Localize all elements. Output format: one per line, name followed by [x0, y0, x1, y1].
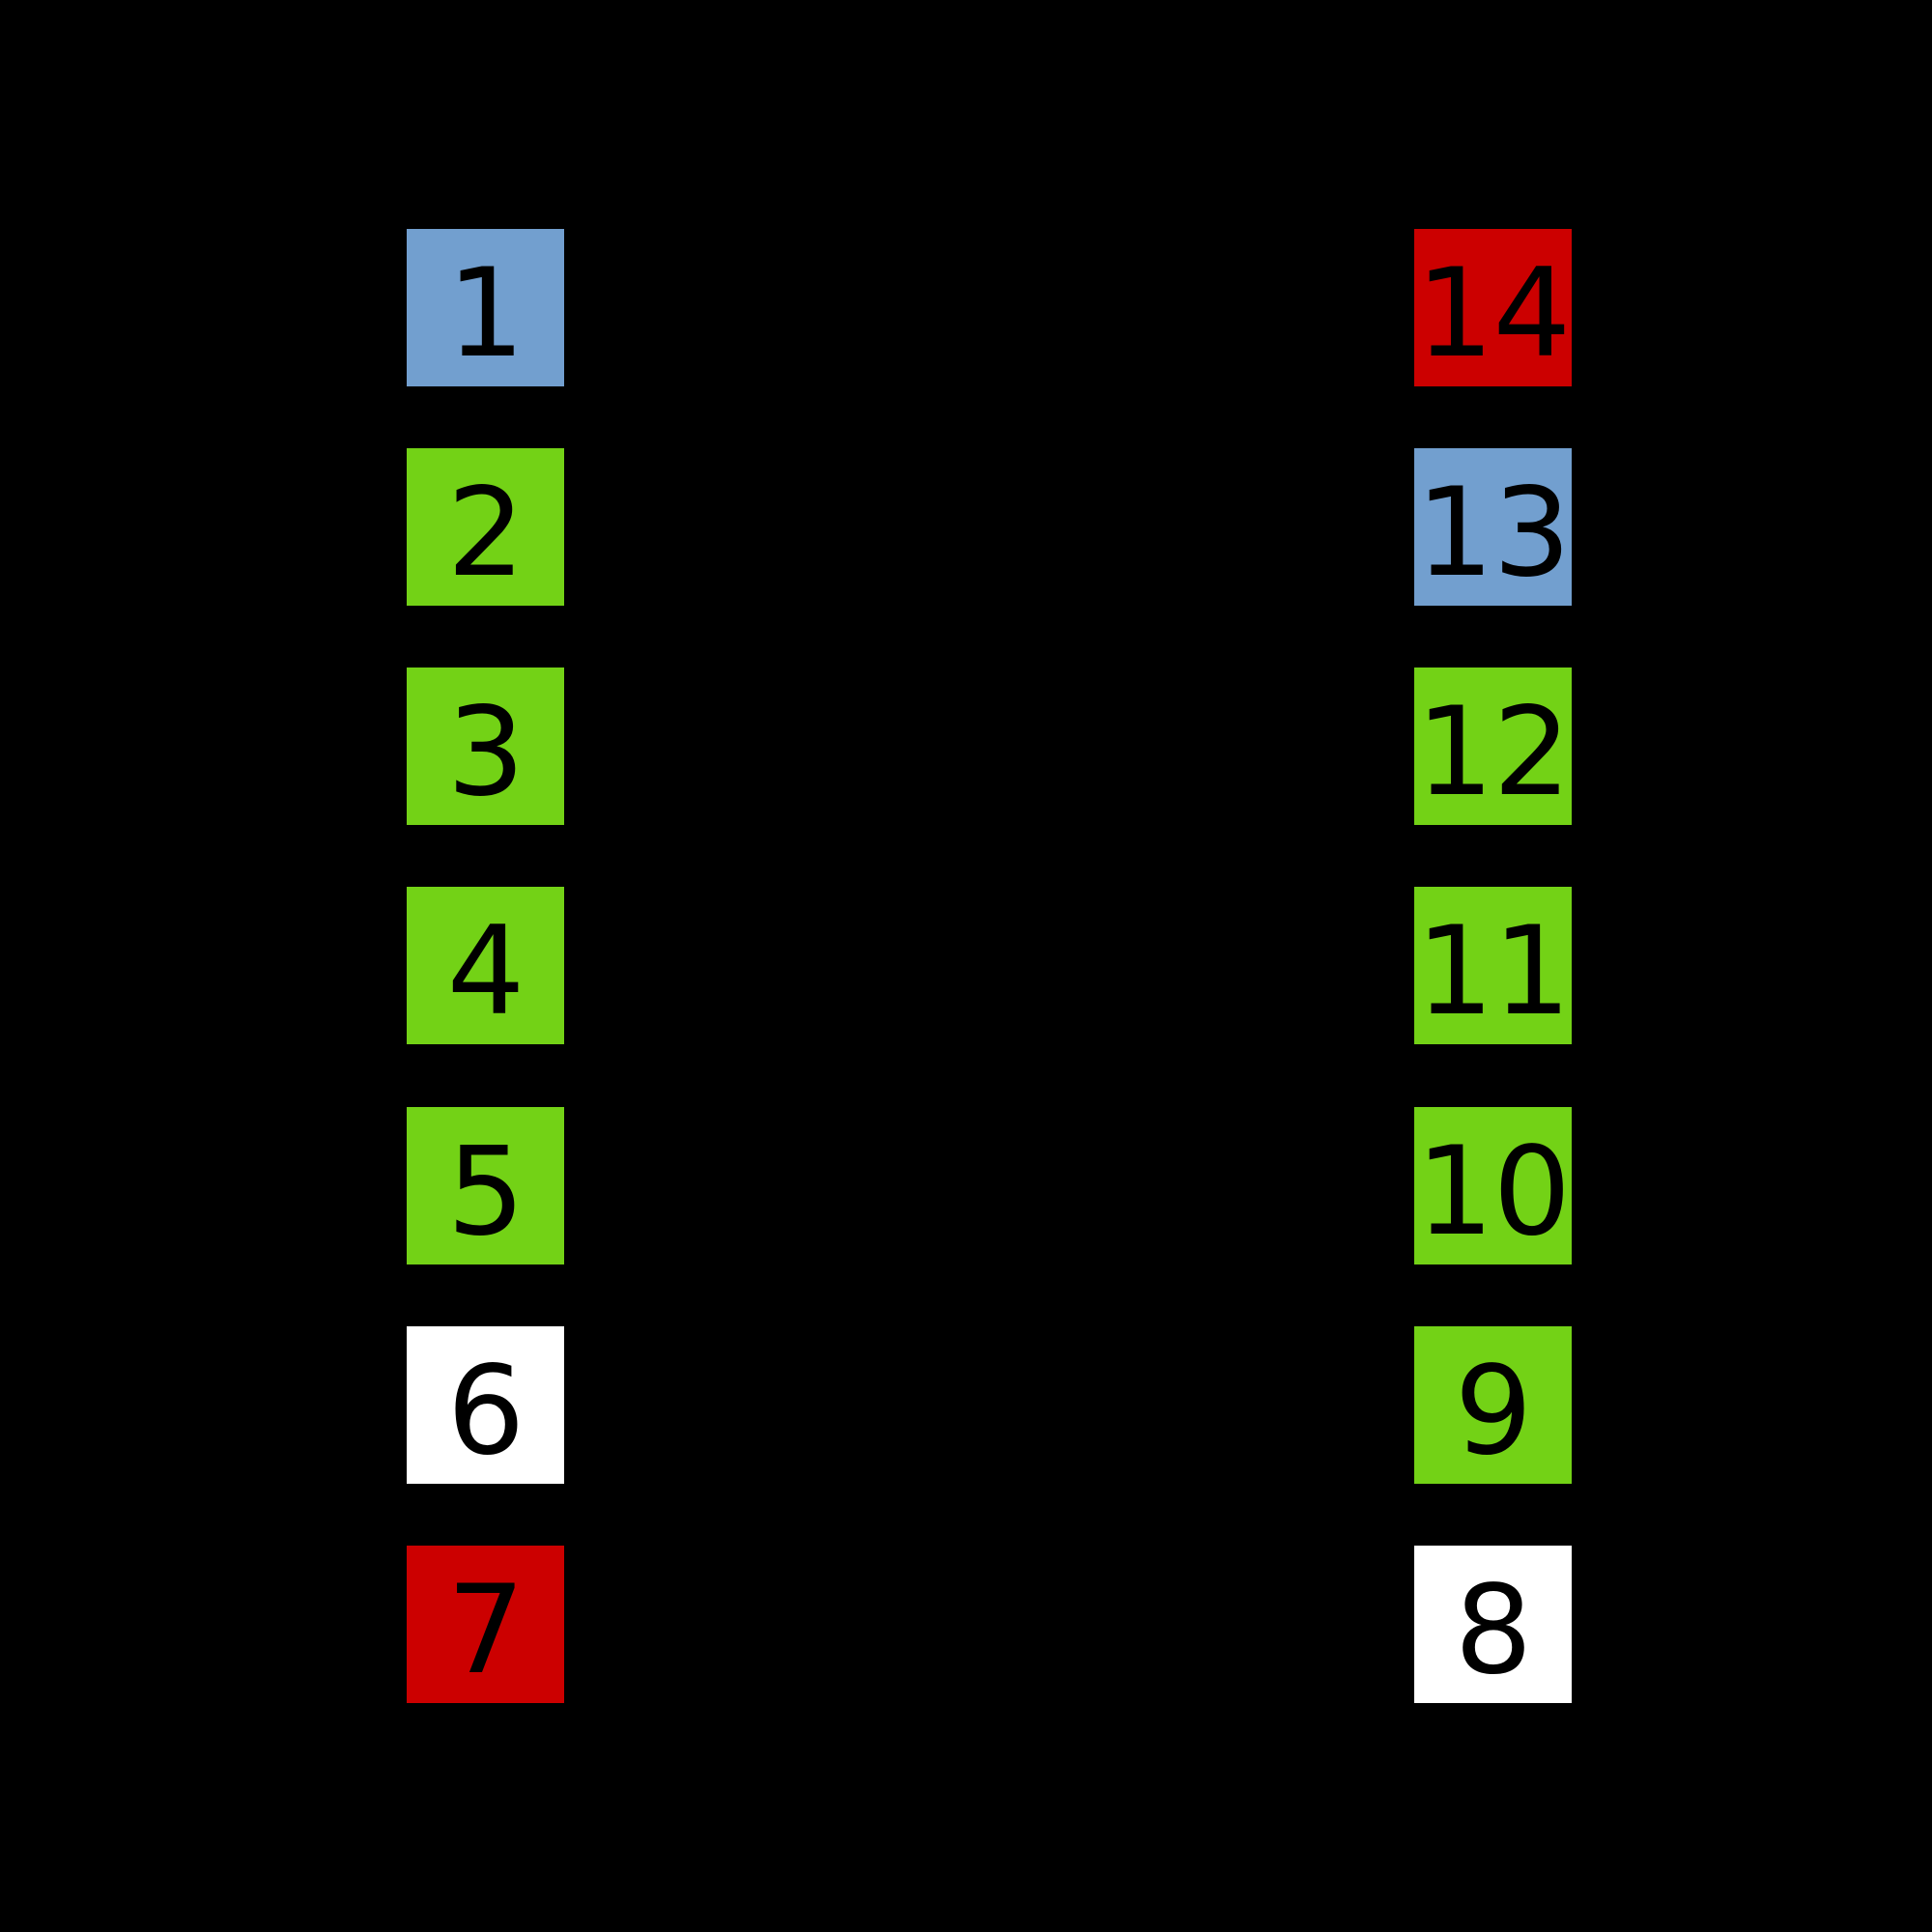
pin-label-6: 6	[446, 1339, 526, 1482]
pin-square-2: 2	[407, 448, 564, 606]
pin-square-6: 6	[407, 1326, 564, 1484]
pin-label-10: 10	[1415, 1120, 1572, 1263]
pin-label-1: 1	[446, 242, 526, 384]
pin-square-10: 10	[1414, 1107, 1572, 1264]
pin-label-3: 3	[446, 680, 526, 823]
pin-square-12: 12	[1414, 668, 1572, 825]
pin-label-4: 4	[446, 899, 526, 1042]
pin-square-14: 14	[1414, 229, 1572, 386]
pin-label-11: 11	[1415, 899, 1572, 1042]
pin-square-5: 5	[407, 1107, 564, 1264]
pin-square-11: 11	[1414, 887, 1572, 1044]
pin-square-9: 9	[1414, 1326, 1572, 1484]
pin-square-1: 1	[407, 229, 564, 386]
pin-square-3: 3	[407, 668, 564, 825]
pin-label-14: 14	[1415, 242, 1572, 384]
pin-square-8: 8	[1414, 1546, 1572, 1703]
pin-label-8: 8	[1454, 1558, 1533, 1701]
pin-label-9: 9	[1454, 1339, 1533, 1482]
pin-square-13: 13	[1414, 448, 1572, 606]
pin-label-12: 12	[1415, 680, 1572, 823]
pin-label-13: 13	[1415, 461, 1572, 604]
pin-label-5: 5	[446, 1120, 526, 1263]
pin-label-2: 2	[446, 461, 526, 604]
pin-square-4: 4	[407, 887, 564, 1044]
pin-label-7: 7	[446, 1558, 526, 1701]
pin-square-7: 7	[407, 1546, 564, 1703]
